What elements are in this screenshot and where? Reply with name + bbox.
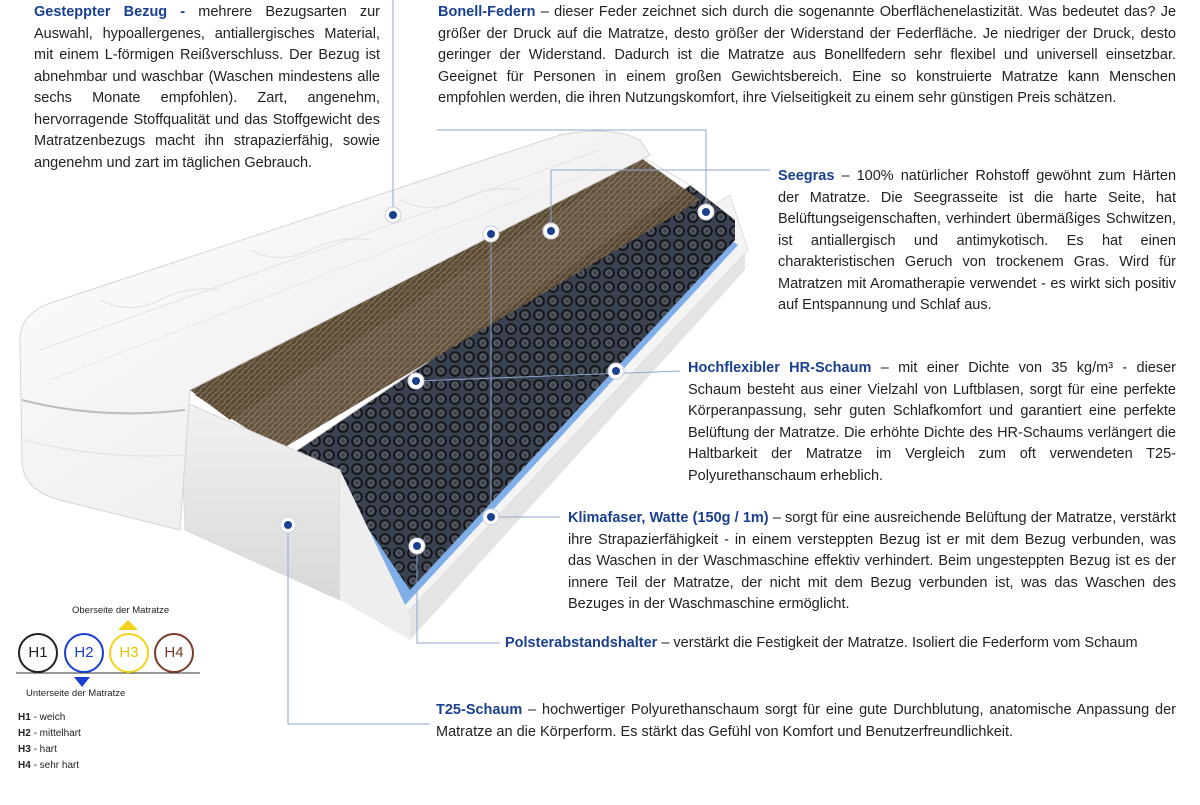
bottom-side-label: Unterseite der Matratze <box>26 688 126 699</box>
t25-description: T25-Schaum – hochwertiger Polyurethansch… <box>436 700 1176 743</box>
t25-title: T25-Schaum <box>436 702 523 718</box>
polster-description: Polsterabstandshalter – verstärkt die Fe… <box>505 633 1176 655</box>
marker-klima <box>482 508 500 526</box>
top-side-label: Oberseite der Matratze <box>72 605 170 616</box>
polster-title: Polsterabstandshalter <box>505 635 658 651</box>
legend-item: H4 - sehr hart <box>18 760 80 771</box>
circle-label-h4: H4 <box>164 644 184 661</box>
hardness-legend: H1 - weich H2 - mittelhart H3 - hart H4 … <box>18 710 81 774</box>
marker-t25 <box>279 516 297 534</box>
bezug-title: Gesteppter Bezug - <box>34 4 186 20</box>
polster-text: – verstärkt die Festigkeit der Matratze.… <box>661 635 1138 651</box>
bonell-description: Bonell-Federn – dieser Feder zeichnet si… <box>438 2 1176 110</box>
marker-dots <box>279 203 715 555</box>
spring-block <box>290 185 735 590</box>
legend-item: H1 - weich <box>18 712 66 723</box>
circle-label-h2: H2 <box>74 644 94 661</box>
seegras-text: – 100% natürlicher Rohstoff gewöhnt zum … <box>778 168 1177 313</box>
klima-title: Klimafaser, Watte (150g / 1m) <box>568 510 769 526</box>
marker-seegras <box>542 222 560 240</box>
marker-hr <box>407 372 425 390</box>
klima-text: – sorgt für eine ausreichende Belüftung … <box>568 510 1176 612</box>
marker-bonell <box>697 203 715 221</box>
legend-item: H2 - mittelhart <box>18 728 81 739</box>
bezug-description: Gesteppter Bezug - mehrere Bezugsarten z… <box>34 2 380 174</box>
up-arrow-icon <box>118 620 138 630</box>
marker-hr-end <box>607 362 625 380</box>
bonell-text: – dieser Feder zeichnet sich durch die s… <box>438 4 1177 106</box>
circle-label-h1: H1 <box>28 644 48 661</box>
marker-polster <box>408 537 426 555</box>
t25-text: – hochwertiger Polyurethanschaum sorgt f… <box>436 702 1176 740</box>
hr-title: Hochflexibler HR-Schaum <box>688 360 872 376</box>
bonell-title: Bonell-Federn <box>438 4 536 20</box>
marker-bezug <box>384 206 402 224</box>
hr-text: – mit einer Dichte von 35 kg/m³ - dieser… <box>688 360 1177 484</box>
legend-item: H3 - hart <box>18 744 57 755</box>
marker-hr-a <box>482 225 500 243</box>
seegras-title: Seegras <box>778 168 835 184</box>
seegras-description: Seegras – 100% natürlicher Rohstoff gewö… <box>778 166 1176 317</box>
hr-description: Hochflexibler HR-Schaum – mit einer Dich… <box>688 358 1176 487</box>
hardness-indicator: Oberseite der Matratze H1 H2 H3 H4 Unter… <box>10 600 210 700</box>
down-arrow-icon <box>74 677 90 687</box>
hardness-circles <box>16 620 200 687</box>
klima-description: Klimafaser, Watte (150g / 1m) – sorgt fü… <box>568 508 1176 616</box>
circle-label-h3: H3 <box>119 644 139 661</box>
bezug-text: mehrere Bezugsarten zur Auswahl, hypoall… <box>34 4 381 171</box>
